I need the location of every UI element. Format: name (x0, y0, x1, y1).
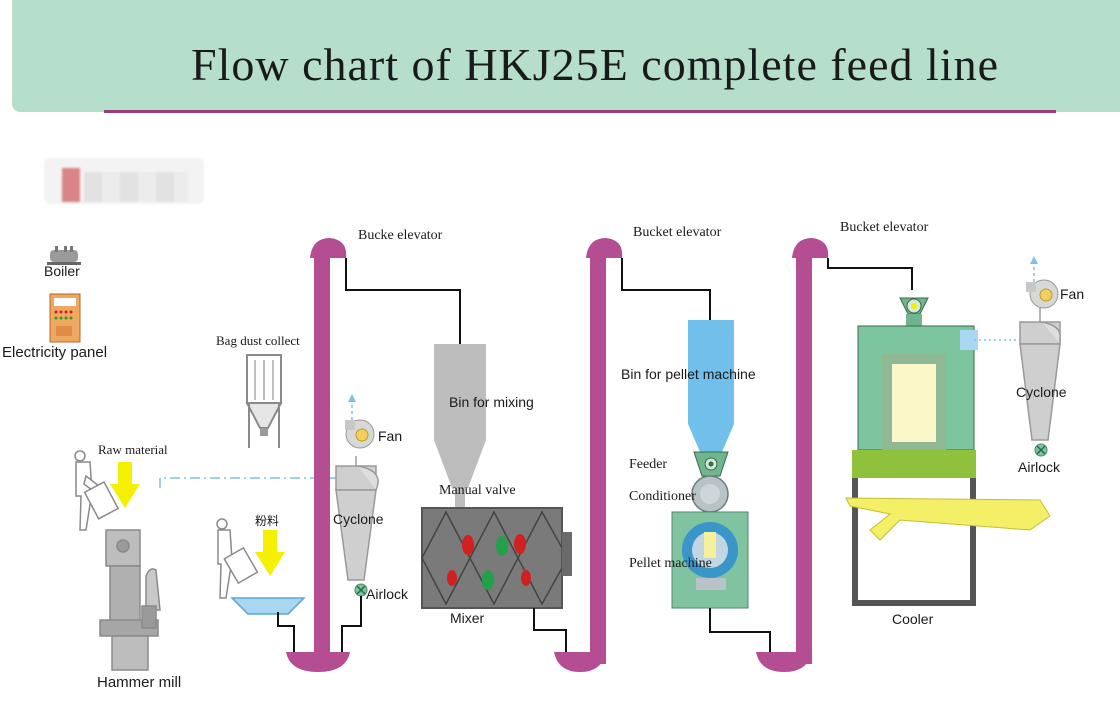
powder-label: 粉料 (255, 514, 280, 528)
airlock-2 (1034, 443, 1048, 457)
cyclone-1-label: Cyclone (333, 511, 384, 527)
electricity-panel-icon (49, 293, 81, 343)
powder-arrow (255, 530, 285, 576)
bin-for-pellet-machine-label: Bin for pellet machine (621, 366, 756, 382)
line-hopper-to-elev1 (277, 612, 295, 652)
fan-2 (1026, 256, 1059, 309)
hammer-mill-label: Hammer mill (97, 674, 182, 691)
line-elev2-to-bin (621, 258, 711, 320)
cyclone-2-label: Cyclone (1016, 384, 1067, 400)
line-mixer-to-elev2 (533, 608, 567, 652)
airlock-1 (354, 583, 368, 597)
bin-for-pellet-machine (688, 320, 734, 452)
line-elev3-to-cooler (827, 258, 913, 290)
boiler-label: Boiler (44, 263, 80, 279)
fan-1 (345, 394, 375, 449)
bucket-elevator-3 (756, 238, 829, 672)
bag-dust-collector-label: Bag dust collect (216, 333, 300, 348)
bin-for-mixing (434, 344, 486, 508)
electricity-panel-label: Electricity panel (2, 344, 108, 361)
cooler (845, 297, 1051, 606)
airlock-2-label: Airlock (1018, 459, 1061, 475)
logo-gray-block (84, 172, 188, 202)
pellet-machine (671, 511, 749, 609)
raw-material-arrow (110, 462, 140, 508)
bag-dust-collector (245, 354, 283, 448)
cyclone-1 (335, 456, 379, 581)
line-airlock-to-elev1 (341, 596, 362, 652)
intake-hopper (230, 597, 306, 615)
logo-red-block (62, 168, 80, 202)
feeder (693, 451, 729, 477)
worker-figure-2 (216, 518, 259, 599)
air-duct-1 (159, 477, 340, 492)
boiler-icon (47, 246, 81, 265)
cooler-label: Cooler (892, 611, 934, 627)
bucket-elevator-3-label: Bucket elevator (840, 220, 929, 235)
conditioner-label: Conditioner (629, 489, 696, 504)
blurred-logo (44, 158, 204, 204)
manual-valve-label: Manual valve (439, 483, 516, 498)
worker-figure-1 (74, 450, 120, 531)
bucket-elevator-1 (286, 238, 350, 672)
pellet-machine-label: Pellet machine (629, 556, 712, 571)
title-underline (104, 110, 1056, 113)
fan-2-label: Fan (1060, 286, 1085, 302)
page-title: Flow chart of HKJ25E complete feed line (191, 39, 999, 90)
feeder-label: Feeder (629, 457, 668, 472)
bucket-elevator-2-label: Bucket elevator (633, 225, 722, 240)
conditioner (691, 475, 729, 513)
title-banner (12, 0, 1120, 112)
hammer-mill (99, 529, 161, 671)
mixer (421, 507, 572, 609)
line-pellet-to-elev3 (709, 608, 771, 652)
bucket-elevator-1-label: Bucke elevator (358, 228, 443, 243)
raw-material-label: Raw material (98, 442, 168, 457)
line-elev1-to-bin (345, 258, 461, 344)
mixer-label: Mixer (450, 610, 485, 626)
bin-for-mixing-label: Bin for mixing (449, 394, 534, 410)
airlock-1-label: Airlock (366, 586, 409, 602)
cyclone-2 (1019, 308, 1061, 441)
bucket-elevator-2 (554, 238, 623, 672)
fan-1-label: Fan (378, 428, 403, 444)
